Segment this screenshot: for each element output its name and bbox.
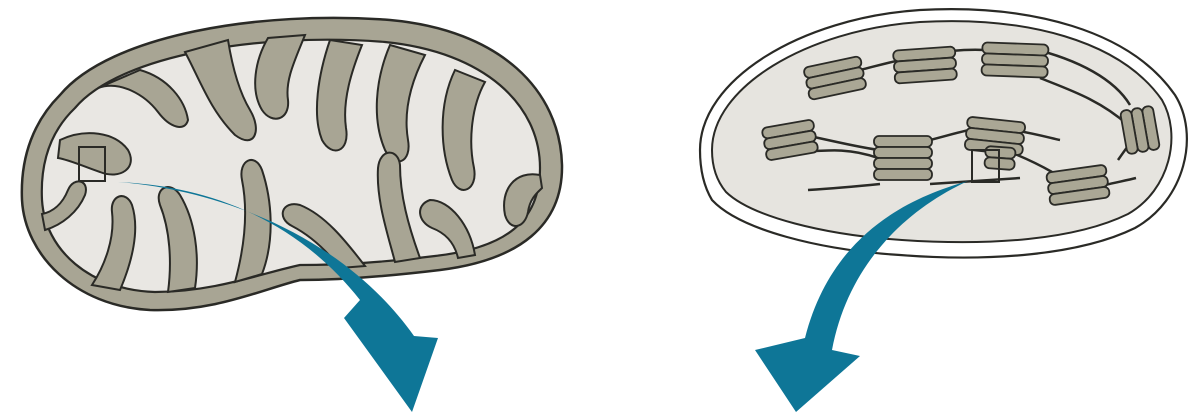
mitochondrion	[22, 18, 562, 310]
thylakoid-disc	[874, 136, 932, 147]
granum	[874, 136, 932, 180]
granum	[893, 46, 957, 83]
thylakoid-disc	[874, 158, 932, 169]
thylakoid-disc	[874, 147, 932, 158]
granum	[981, 42, 1048, 77]
granum	[1120, 105, 1160, 154]
thylakoid-disc	[981, 64, 1047, 77]
chloroplast	[700, 9, 1187, 257]
thylakoid-disc	[874, 169, 932, 180]
granum	[1046, 164, 1110, 205]
